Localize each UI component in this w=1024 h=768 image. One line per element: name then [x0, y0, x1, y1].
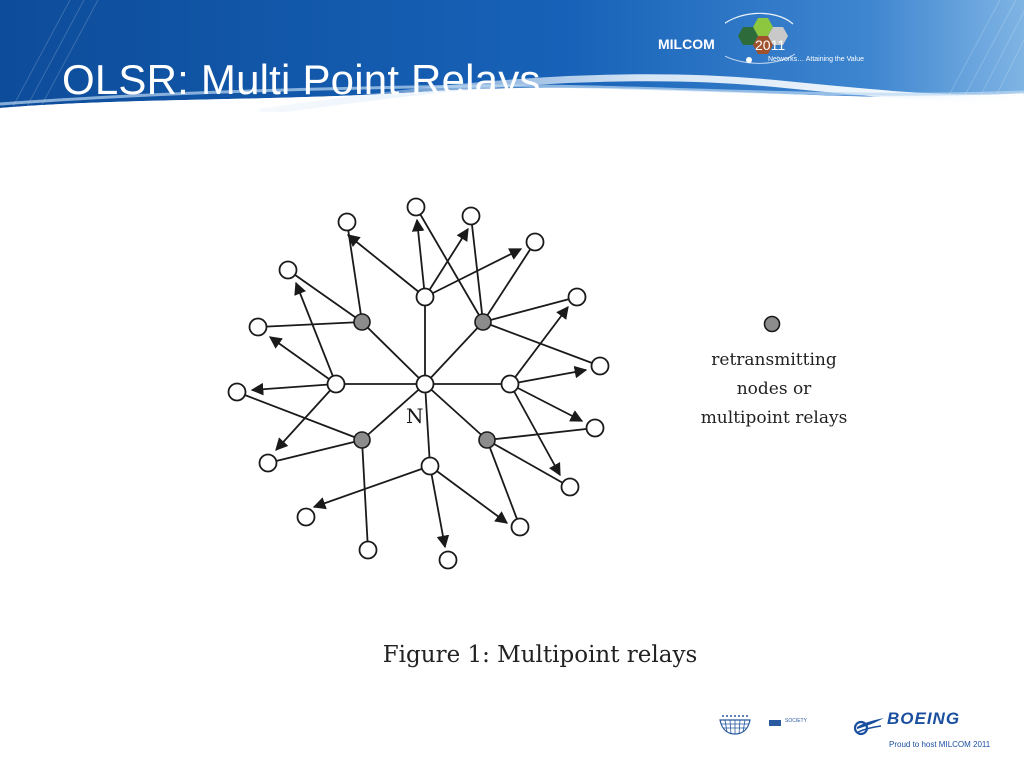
link-relay-nw-2	[287, 269, 363, 323]
link-relay-se-1	[486, 427, 596, 441]
arrow-north-to-ne	[424, 227, 469, 298]
link-relay-sw-1	[236, 391, 363, 441]
node-outer-bottom-right	[510, 517, 530, 537]
host-tagline: Proud to host MILCOM 2011	[889, 740, 991, 749]
node-outer-top	[406, 197, 426, 217]
arrow-south-to-lower-left	[312, 465, 431, 510]
node-outer-left-low	[258, 453, 278, 473]
link-relay-ne-2	[482, 241, 536, 323]
node-outer-bottom	[438, 550, 458, 570]
node-outer-top-left	[337, 212, 357, 232]
node-north	[415, 287, 435, 307]
arrow-north-to-upper-right	[424, 248, 523, 298]
center-node-n	[415, 374, 435, 394]
retransmission-arrows	[250, 218, 588, 549]
figure-caption: Figure 1: Multipoint relays	[382, 642, 698, 668]
legend-line-3: multipoint relays	[700, 408, 848, 428]
link-n-relay-sw	[361, 383, 426, 441]
node-outer-left-high	[248, 317, 268, 337]
arrow-east-to-lower-right	[509, 383, 584, 422]
link-n-south	[424, 383, 431, 467]
milcom-tagline: Networks… Attaining the Value	[768, 56, 864, 63]
boeing-wordmark: BOEING	[887, 709, 961, 728]
legend-line-1: retransmitting	[711, 350, 837, 370]
hexagon-logo-icon	[725, 12, 795, 64]
link-relay-nw-3	[257, 321, 363, 328]
arrow-west-to-left	[268, 336, 337, 385]
node-outer-left	[227, 382, 247, 402]
link-relay-se-2	[486, 439, 571, 488]
arrow-east-to-right	[509, 365, 588, 385]
slide-header: OLSR: Multi Point Relays MILCOM 2011 Net…	[0, 0, 1024, 112]
link-relay-ne-4	[482, 321, 601, 367]
footer-logos: SOCIETY BOEING Proud to host MILCOM 2011	[715, 708, 1015, 758]
link-relay-se-3	[486, 439, 521, 528]
link-relay-ne-1	[470, 215, 484, 323]
relay-node-nw	[353, 313, 371, 331]
multipoint-relay-diagram: N	[227, 197, 610, 570]
node-outer-right-low	[585, 418, 605, 438]
arrow-west-to-far-left	[250, 382, 337, 396]
arrow-south-to-bottom	[429, 465, 450, 549]
ieee-comsoc-logo: SOCIETY	[769, 718, 831, 728]
relay-nodes	[353, 313, 496, 449]
arrow-east-to-upper-right	[509, 305, 569, 385]
arrow-west-to-upper-left	[294, 281, 337, 385]
node-west	[326, 374, 346, 394]
node-south	[420, 456, 440, 476]
milcom-wordmark: MILCOM	[658, 36, 715, 52]
legend-line-2: nodes or	[736, 379, 812, 399]
node-outer-lower-left	[296, 507, 316, 527]
arrow-south-to-bottom-right	[429, 465, 509, 524]
sponsor-society-label: SOCIETY	[785, 718, 807, 724]
ieee-mark-icon	[769, 720, 781, 726]
arrow-north-to-top	[411, 218, 426, 298]
link-n-relay-ne	[424, 321, 484, 385]
link-relay-ne-3	[482, 296, 578, 323]
node-outer-upper-left	[278, 260, 298, 280]
legend: retransmitting nodes or multipoint relay…	[690, 346, 858, 433]
arrow-west-to-lower-left	[275, 383, 337, 451]
relay-node-ne	[474, 313, 492, 331]
node-outer-top-right	[461, 206, 481, 226]
arrow-north-to-nw	[347, 234, 426, 298]
slide-title: OLSR: Multi Point Relays	[62, 56, 541, 103]
arrow-east-to-bottom-right	[509, 383, 561, 477]
link-relay-sw-2	[267, 439, 363, 464]
afcea-globe-icon	[719, 715, 751, 735]
node-east	[500, 374, 520, 394]
legend-relay-node	[763, 315, 781, 333]
milcom-year: 2011	[755, 37, 786, 53]
center-node-label: N	[406, 404, 424, 428]
link-top-relay-ne	[415, 206, 484, 323]
node-outer-upper-right	[525, 232, 545, 252]
node-outer-lower-right	[560, 477, 580, 497]
relay-node-se	[478, 431, 496, 449]
relay-node-sw	[353, 431, 371, 449]
node-outer-right	[590, 356, 610, 376]
link-n-relay-nw	[361, 321, 426, 385]
neighbor-nodes	[227, 197, 610, 570]
node-outer-bottom-left	[358, 540, 378, 560]
link-n-relay-se	[424, 383, 488, 441]
node-outer-right-high	[567, 287, 587, 307]
link-relay-sw-3	[361, 439, 369, 551]
milcom-logo: MILCOM 2011 Networks… Attaining the Valu…	[655, 10, 895, 72]
boeing-symbol-icon	[853, 718, 884, 736]
